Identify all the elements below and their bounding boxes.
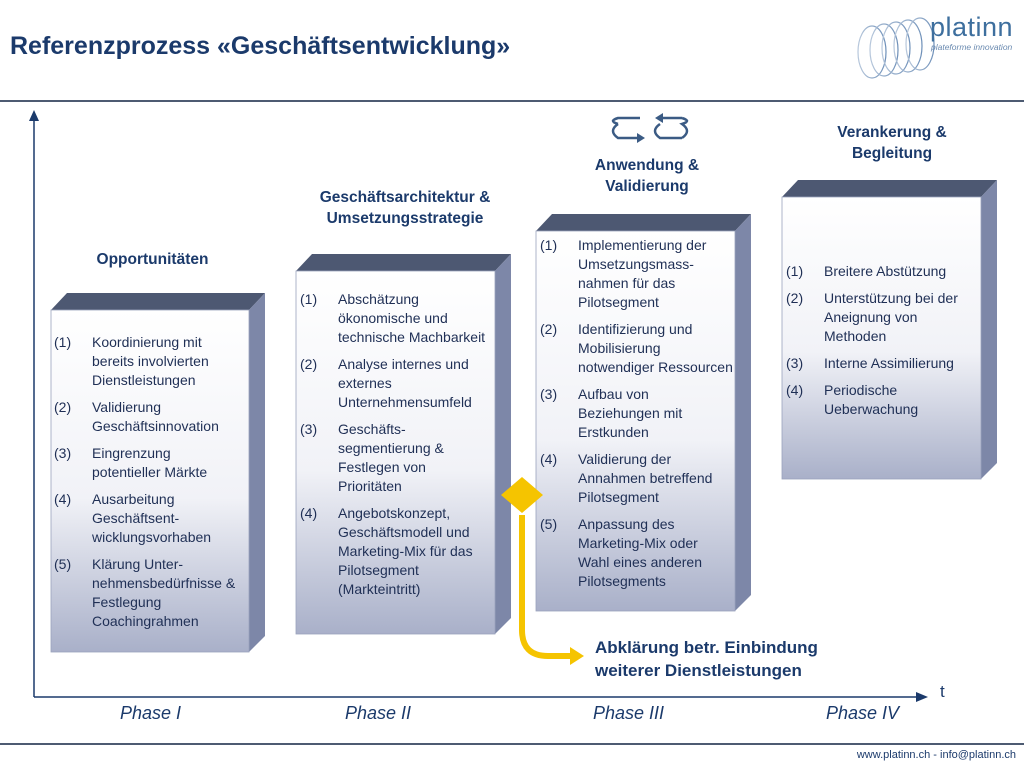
list-item: (2) Unterstützung bei der Aneignung von M… xyxy=(786,289,979,346)
item-number: (5) xyxy=(540,516,558,532)
list-item: (1) Breitere Abstützung xyxy=(786,262,979,281)
list-item: (5) Anpassung des Marketing-Mix oder Wahl… xyxy=(540,515,733,591)
phase-4-list: (1) Breitere Abstützung (2) Unterstützung … xyxy=(786,262,979,427)
logo-wordmark: platinn xyxy=(930,12,1014,42)
item-number: (4) xyxy=(786,382,804,398)
list-item: (3) Aufbau von Beziehungen mit Erstkunden xyxy=(540,385,733,442)
phase-4-heading: Verankerung & Begleitung xyxy=(837,124,947,162)
list-item: (3) Geschäfts-segmentierung & Festlegen v… xyxy=(300,420,492,496)
item-text: Abschätzung ökonomische und technische M… xyxy=(338,291,486,345)
item-text: Analyse internes und externes Unternehme… xyxy=(338,356,472,410)
list-item: (3) Interne Assimilierung xyxy=(786,354,979,373)
list-item: (1) Abschätzung ökonomische und technisch… xyxy=(300,290,492,347)
item-number: (1) xyxy=(540,237,558,253)
phase-4-box xyxy=(781,180,997,480)
phase-3-label: Phase III xyxy=(593,703,665,723)
list-item: (1) Koordinierung mit bereits involvierte… xyxy=(54,333,242,390)
item-number: (3) xyxy=(300,421,318,437)
item-text: Identifizierung und Mobilisierung notwen… xyxy=(578,321,733,375)
logo-tagline: plateforme innovation xyxy=(931,42,1013,52)
decision-arrow xyxy=(501,477,584,665)
item-number: (1) xyxy=(54,334,72,350)
item-text: Interne Assimilierung xyxy=(824,355,954,371)
item-text: Eingrenzung potentieller Märkte xyxy=(92,445,208,480)
item-number: (3) xyxy=(786,355,804,371)
platinn-logo xyxy=(857,17,935,79)
item-text: Implementierung der Umsetzungsmass-nahme… xyxy=(578,237,707,310)
phase-3-box xyxy=(535,214,751,612)
item-number: (5) xyxy=(54,556,72,572)
item-number: (4) xyxy=(300,505,318,521)
phase-2-list: (1) Abschätzung ökonomische und technisch… xyxy=(300,290,492,607)
footer-divider xyxy=(0,743,1024,745)
process-diagram xyxy=(29,110,997,702)
item-text: Koordinierung mit bereits involvierten D… xyxy=(92,334,209,388)
callout-text: Abklärung betr. Einbindung weiterer Dien… xyxy=(595,638,818,680)
item-number: (1) xyxy=(786,263,804,279)
item-number: (4) xyxy=(540,451,558,467)
item-number: (1) xyxy=(300,291,318,307)
phase-2-box xyxy=(295,254,511,635)
item-text: Klärung Unter-nehmensbedürfnisse & Festl… xyxy=(92,556,236,629)
list-item: (4) Periodische Ueberwachung xyxy=(786,381,979,419)
item-number: (2) xyxy=(786,290,804,306)
list-item: (4) Ausarbeitung Geschäftsent-wicklungsvo… xyxy=(54,490,242,547)
item-number: (4) xyxy=(54,491,72,507)
phase-2-heading: Geschäftsarchitektur & Umsetzungsstrateg… xyxy=(319,189,491,227)
item-text: Validierung der Annahmen betreffend Pilo… xyxy=(578,451,713,505)
phase-2-label: Phase II xyxy=(345,703,412,723)
item-number: (3) xyxy=(540,386,558,402)
phase-3-list: (1) Implementierung der Umsetzungsmass-na… xyxy=(540,236,733,599)
list-item: (1) Implementierung der Umsetzungsmass-na… xyxy=(540,236,733,312)
phase-1-heading: Opportunitäten xyxy=(96,251,209,268)
item-text: Breitere Abstützung xyxy=(824,263,947,279)
footer-contact: www.platinn.ch - info@platinn.ch xyxy=(856,749,1016,761)
phase-4-label: Phase IV xyxy=(826,703,900,723)
item-text: Aufbau von Beziehungen mit Erstkunden xyxy=(578,386,683,440)
item-number: (2) xyxy=(540,321,558,337)
list-item: (5) Klärung Unter-nehmensbedürfnisse & Fe… xyxy=(54,555,242,631)
page-title: Referenzprozess «Geschäftsentwicklung» xyxy=(10,32,511,60)
time-axis xyxy=(29,110,928,702)
item-text: Geschäfts-segmentierung & Festlegen von … xyxy=(338,421,444,494)
list-item: (3) Eingrenzung potentieller Märkte xyxy=(54,444,242,482)
item-number: (2) xyxy=(54,399,72,415)
cycle-icon xyxy=(611,113,689,143)
item-number: (3) xyxy=(54,445,72,461)
list-item: (4) Validierung der Annahmen betreffend P… xyxy=(540,450,733,507)
item-text: Periodische Ueberwachung xyxy=(824,382,919,417)
header-divider xyxy=(0,100,1024,102)
item-text: Unterstützung bei der Aneignung von Meth… xyxy=(824,290,958,344)
list-item: (2) Validierung Geschäftsinnovation xyxy=(54,398,242,436)
item-text: Ausarbeitung Geschäftsent-wicklungsvorha… xyxy=(92,491,212,545)
item-number: (2) xyxy=(300,356,318,372)
phase-1-label: Phase I xyxy=(120,703,182,723)
phase-3-heading: Anwendung & Validierung xyxy=(594,157,700,195)
item-text: Angebotskonzept, Geschäftsmodell und Mar… xyxy=(338,505,473,597)
list-item: (4) Angebotskonzept, Geschäftsmodell und … xyxy=(300,504,492,599)
item-text: Anpassung des Marketing-Mix oder Wahl ei… xyxy=(578,516,703,589)
time-axis-label: t xyxy=(940,682,945,701)
list-item: (2) Analyse internes und externes Unterne… xyxy=(300,355,492,412)
list-item: (2) Identifizierung und Mobilisierung not… xyxy=(540,320,733,377)
phase-1-list: (1) Koordinierung mit bereits involvierte… xyxy=(54,333,242,639)
item-text: Validierung Geschäftsinnovation xyxy=(92,399,219,434)
phase-1-box xyxy=(50,293,265,653)
